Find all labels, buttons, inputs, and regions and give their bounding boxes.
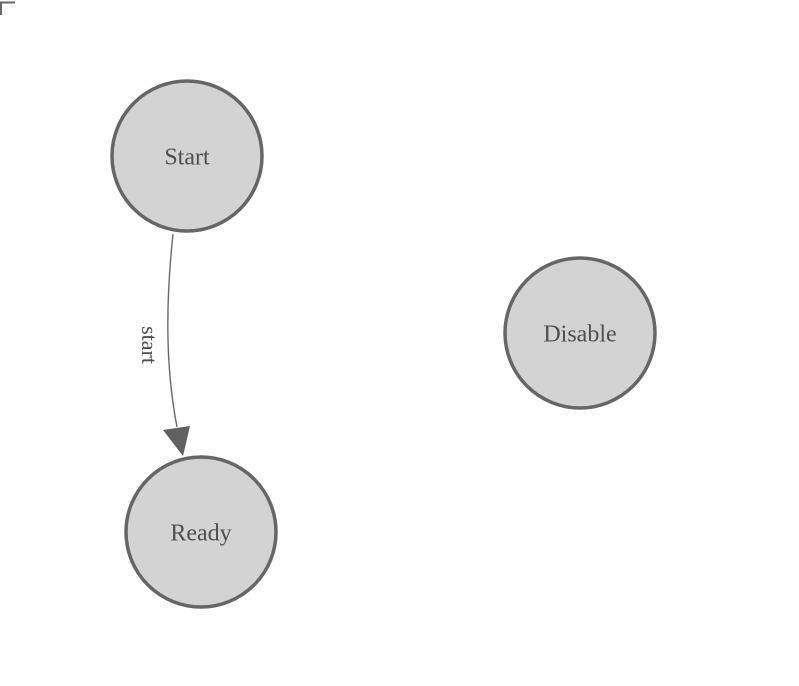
edge-line[interactable] xyxy=(167,233,178,428)
edge-label[interactable]: start xyxy=(137,326,162,364)
node-disable-circle[interactable] xyxy=(503,256,657,410)
node-start[interactable]: Start xyxy=(110,79,264,233)
canvas-corner-mark xyxy=(0,1,15,15)
arrowhead-icon xyxy=(163,426,190,456)
edge-start-to-ready[interactable]: start xyxy=(137,233,190,456)
node-ready-circle[interactable] xyxy=(124,455,278,609)
node-ready[interactable]: Ready xyxy=(124,455,278,609)
node-disable[interactable]: Disable xyxy=(503,256,657,410)
node-start-circle[interactable] xyxy=(110,79,264,233)
